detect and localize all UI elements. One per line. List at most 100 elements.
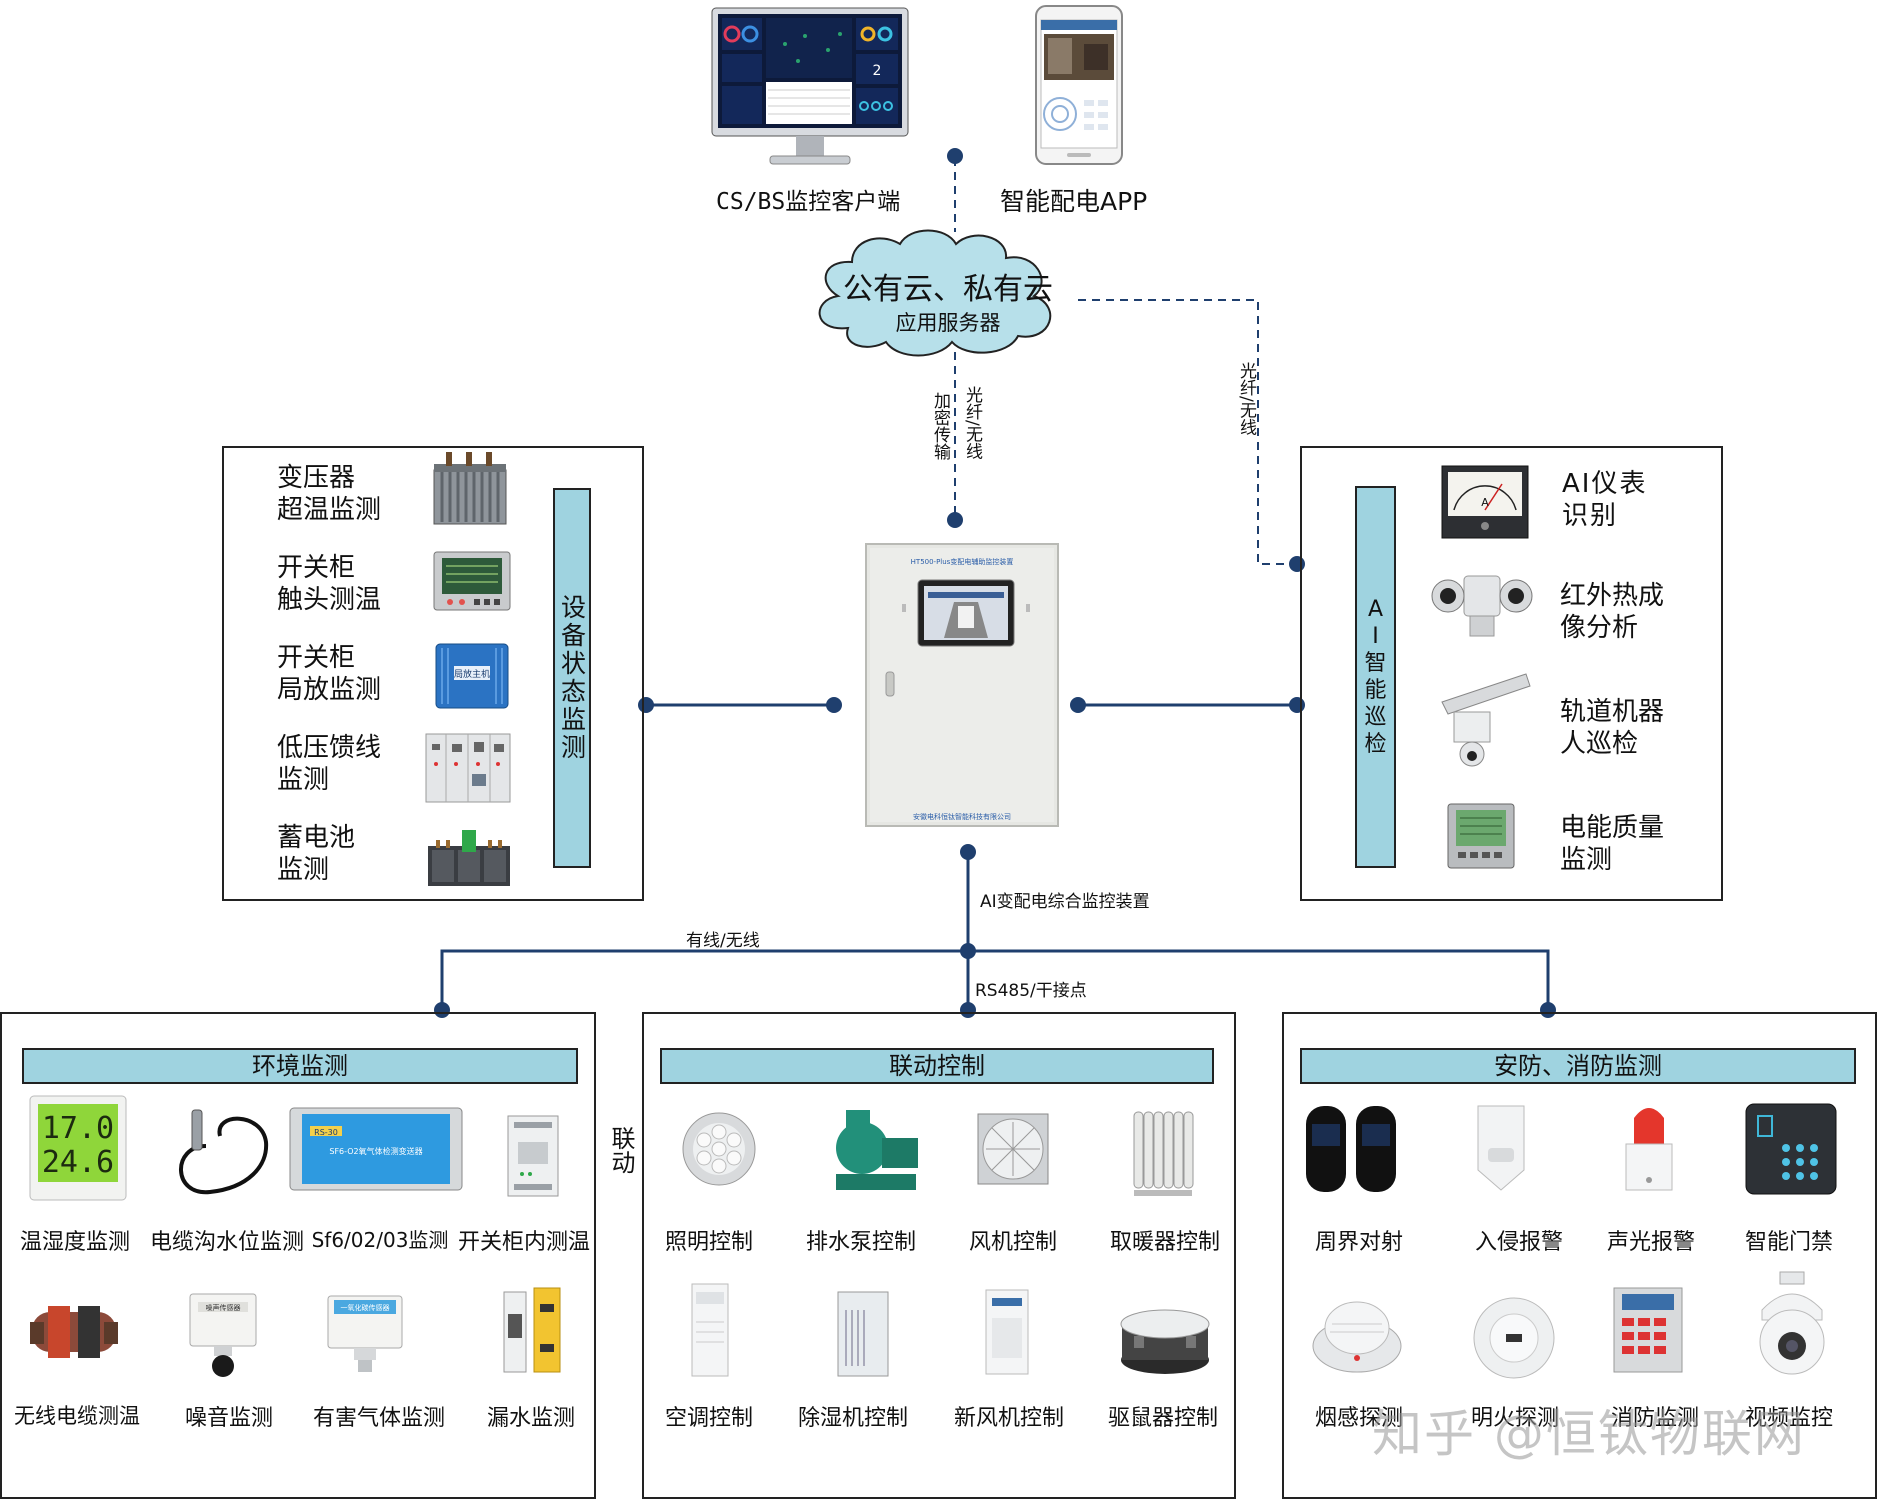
security-label-4: 烟感探测 xyxy=(1314,1406,1403,1431)
sf6-detector-icon: RS-30 SF6-O2氧气体检测变送器 xyxy=(288,1106,464,1192)
battery-label: 蓄电池 监测 xyxy=(277,823,356,885)
cloud-shape xyxy=(818,229,1052,357)
ai-inspection-title-char: 巡 xyxy=(1364,705,1387,730)
thermal-label: 红外热成 像分析 xyxy=(1560,581,1665,643)
ptz-camera-icon xyxy=(1752,1270,1832,1378)
svg-text:噪声传感器: 噪声传感器 xyxy=(206,1303,241,1312)
thermal-camera-icon xyxy=(1430,570,1534,640)
fire-panel-icon xyxy=(1612,1286,1684,1374)
env-label-6: 有害气体监测 xyxy=(312,1406,445,1431)
env-label-4: 无线电缆测温 xyxy=(14,1404,140,1428)
linkage-label-5: 除湿机控制 xyxy=(797,1406,908,1431)
security-label-1: 入侵报警 xyxy=(1474,1230,1563,1255)
svg-text:SF6-O2氧气体检测变送器: SF6-O2氧气体检测变送器 xyxy=(329,1146,422,1156)
thermo-hygrometer-icon: 17.0 24.6 xyxy=(28,1094,128,1202)
partial-discharge-host-icon: 局放主机 xyxy=(432,638,512,714)
linkage-label-3: 取暖器控制 xyxy=(1109,1230,1220,1255)
noise-sensor-icon: 噪声传感器 xyxy=(186,1292,260,1380)
linkage-panel xyxy=(642,1012,1236,1499)
env-label-0: 温湿度监测 xyxy=(19,1230,130,1255)
rs485-label: RS485/干接点 xyxy=(975,981,1087,1001)
linkage-label-1: 排水泵控制 xyxy=(805,1230,916,1255)
pump-icon xyxy=(826,1104,922,1196)
cloud-subtitle: 应用服务器 xyxy=(895,311,1001,335)
linkage-label-6: 新风机控制 xyxy=(953,1406,1064,1431)
cabinet-temp-sensor-icon xyxy=(506,1114,560,1198)
water-level-sensor-icon xyxy=(162,1106,282,1200)
security-label-6: 消防监测 xyxy=(1610,1406,1699,1431)
fiber-wireless-right-label: 光纤/无线 xyxy=(1236,362,1256,436)
linkage-label-4: 空调控制 xyxy=(664,1406,753,1431)
env-panel xyxy=(0,1012,596,1499)
ai-meter-label: AI仪表 识别 xyxy=(1562,469,1648,531)
battery-icon xyxy=(426,826,512,888)
watermark: 知乎 @恒钛物联网 xyxy=(1372,1405,1806,1463)
flame-detector-icon xyxy=(1472,1296,1556,1380)
linkage-label-0: 照明控制 xyxy=(664,1230,753,1255)
phone-icon xyxy=(1034,4,1124,166)
svg-text:HT500-Plus变配电辅助监控装置: HT500-Plus变配电辅助监控装置 xyxy=(911,557,1014,566)
rodent-repeller-icon xyxy=(1118,1302,1212,1376)
low-voltage-label: 低压馈线 监测 xyxy=(277,733,382,795)
fiber-wireless-label: 光纤/无线 xyxy=(962,386,982,460)
device-caption: AI变配电综合监控装置 xyxy=(980,892,1150,912)
temperature-meter-icon xyxy=(432,550,512,612)
heater-icon xyxy=(1130,1106,1196,1198)
encrypted-label: 加密传输 xyxy=(930,392,950,460)
cloud-title: 公有云、私有云 xyxy=(843,272,1053,307)
access-keypad-icon xyxy=(1744,1102,1838,1196)
leak-sensor-icon xyxy=(500,1284,564,1374)
ai-inspection-title-char: I xyxy=(1372,624,1379,649)
fan-icon xyxy=(976,1112,1050,1186)
security-label-5: 明火探测 xyxy=(1470,1406,1559,1431)
wired-wireless-label: 有线/无线 xyxy=(686,931,760,951)
dehumidifier-icon xyxy=(836,1290,890,1378)
power-quality-label: 电能质量 监测 xyxy=(1560,813,1665,875)
svg-text:17.0: 17.0 xyxy=(42,1111,114,1146)
client-label: CS/BS监控客户端 xyxy=(716,189,901,215)
pd-label: 开关柜 局放监测 xyxy=(277,643,382,705)
security-panel xyxy=(1282,1012,1877,1499)
linkage-label-7: 驱鼠器控制 xyxy=(1107,1406,1218,1431)
app-label: 智能配电APP xyxy=(1000,187,1148,216)
gas-sensor-icon: 一氧化碳传感器 xyxy=(324,1292,406,1376)
security-label-7: 视频监控 xyxy=(1744,1406,1833,1431)
linkage-title: 联动控制 xyxy=(660,1048,1214,1084)
security-title: 安防、消防监测 xyxy=(1300,1048,1856,1084)
equipment-monitor-title: 设备状态监测 xyxy=(553,488,591,868)
air-conditioner-icon xyxy=(690,1282,730,1378)
svg-text:一氧化碳传感器: 一氧化碳传感器 xyxy=(341,1303,390,1312)
ai-inspection-panel xyxy=(1300,446,1723,901)
ai-inspection-title-char: 智 xyxy=(1364,651,1387,676)
ai-inspection-title-char: 检 xyxy=(1364,732,1387,757)
svg-text:A: A xyxy=(1481,496,1489,509)
low-voltage-cabinet-icon xyxy=(424,730,512,804)
power-quality-meter-icon xyxy=(1446,800,1516,872)
svg-text:局放主机: 局放主机 xyxy=(454,668,490,680)
contact-temp-label: 开关柜 触头测温 xyxy=(277,553,382,615)
linkage-label: 联动 xyxy=(607,1126,635,1174)
env-label-7: 漏水监测 xyxy=(486,1406,575,1431)
beam-detector-icon xyxy=(1302,1100,1400,1196)
smoke-detector-icon xyxy=(1310,1294,1404,1376)
security-label-2: 声光报警 xyxy=(1606,1230,1695,1255)
rail-robot-icon xyxy=(1436,672,1532,772)
ai-inspection-title-char: 能 xyxy=(1364,678,1387,703)
ai-inspection-title-char: A xyxy=(1367,597,1384,622)
linkage-label-2: 风机控制 xyxy=(968,1230,1057,1255)
svg-text:2: 2 xyxy=(873,63,882,79)
wireless-cable-temp-icon xyxy=(26,1296,122,1362)
intrusion-sensor-icon xyxy=(1474,1100,1528,1194)
transformer-label: 变压器 超温监测 xyxy=(277,463,382,525)
env-label-2: Sf6/02/03监测 xyxy=(311,1228,449,1252)
fresh-air-icon xyxy=(984,1288,1030,1376)
transformer-icon xyxy=(428,450,512,528)
env-label-3: 开关柜内测温 xyxy=(457,1230,590,1255)
security-label-0: 周界对射 xyxy=(1314,1230,1403,1255)
monitor-icon: 2 xyxy=(710,6,910,171)
siren-icon xyxy=(1620,1096,1678,1194)
central-monitoring-cabinet: HT500-Plus变配电辅助监控装置 安徽电科恒钛智能科技有限公司 xyxy=(864,540,1060,830)
